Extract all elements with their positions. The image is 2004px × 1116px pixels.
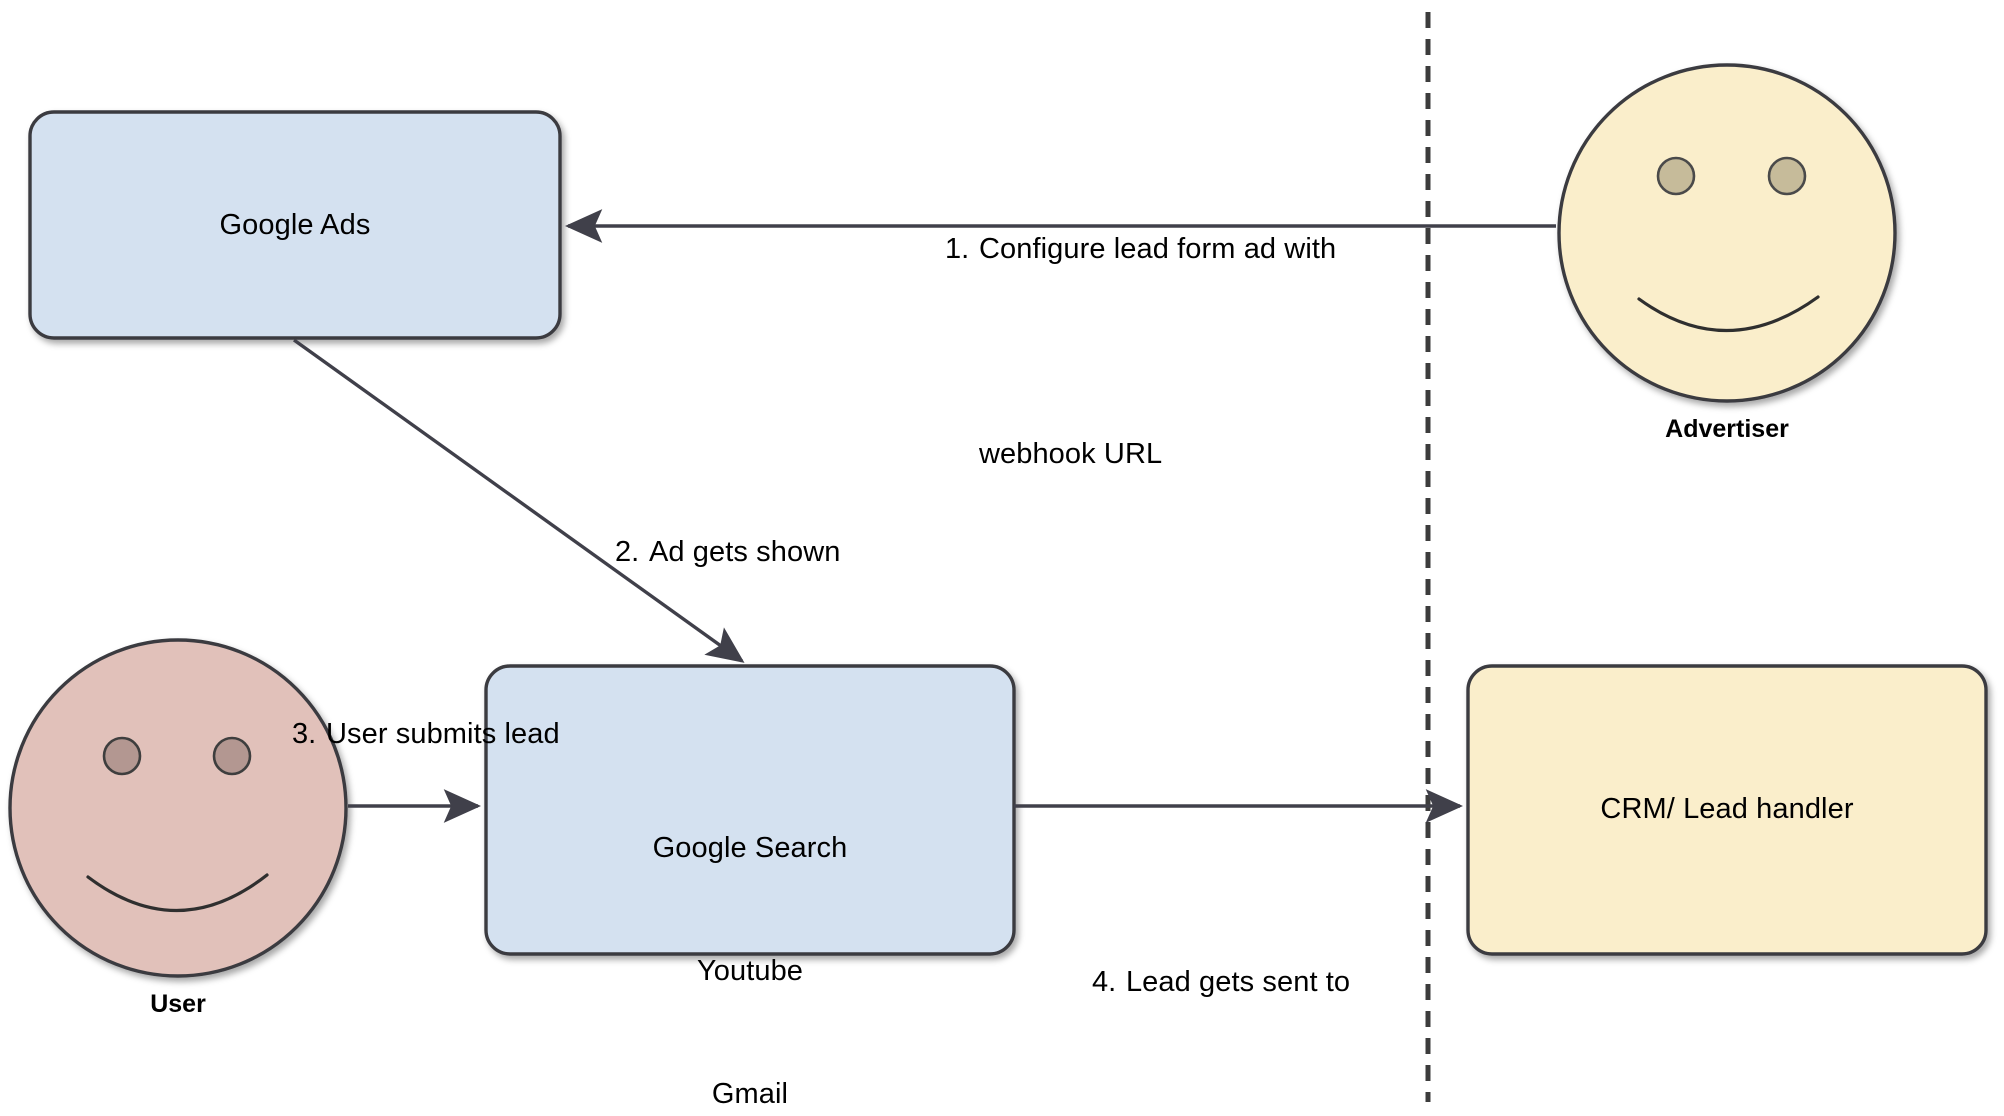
edge-step-4-label: 4.Lead gets sent to webhook url <box>1043 839 1463 1116</box>
user-right-eye-icon <box>212 736 252 776</box>
edge-step-3-index: 3. <box>291 718 317 750</box>
edge-step-1-index: 1. <box>944 233 970 265</box>
advertiser-right-eye-icon <box>1767 156 1807 196</box>
user-face-circle <box>8 638 348 978</box>
edge-step-1-text-line-2: webhook URL <box>978 438 1163 470</box>
edge-step-2-text: Ad gets shown <box>648 536 841 568</box>
google-surfaces-box-shape <box>484 664 1016 956</box>
edge-step-4-text-line-1: Lead gets sent to <box>1125 966 1351 998</box>
edge-step-2-index: 2. <box>614 536 640 568</box>
edge-step-3-label: 3.User submits lead <box>243 591 643 878</box>
google-ads-box-shape <box>28 110 562 340</box>
crm-lead-handler-box-shape <box>1466 664 1988 956</box>
edge-step-1-text-line-1: Configure lead form ad with <box>978 233 1337 265</box>
advertiser-left-eye-icon <box>1656 156 1696 196</box>
node-crm-lead-handler[interactable] <box>1466 664 1988 956</box>
node-google-surfaces[interactable] <box>484 664 1016 956</box>
edge-step-2-line <box>293 338 745 663</box>
user-caption: User <box>150 990 206 1018</box>
edge-step-1-label: 1.Configure lead form ad with webhook UR… <box>896 106 1416 598</box>
edge-step-3-text: User submits lead <box>325 718 560 750</box>
user-left-eye-icon <box>102 736 142 776</box>
node-google-ads[interactable] <box>28 110 562 340</box>
node-advertiser[interactable] <box>1557 63 1897 403</box>
edge-step-4-index: 4. <box>1091 966 1117 998</box>
user-smile-icon <box>86 873 269 913</box>
advertiser-face-circle <box>1557 63 1897 403</box>
advertiser-caption: Advertiser <box>1665 415 1789 443</box>
advertiser-smile-icon <box>1637 295 1820 333</box>
edge-step-2-label: 2.Ad gets shown <box>566 409 986 696</box>
node-user[interactable] <box>8 638 348 978</box>
